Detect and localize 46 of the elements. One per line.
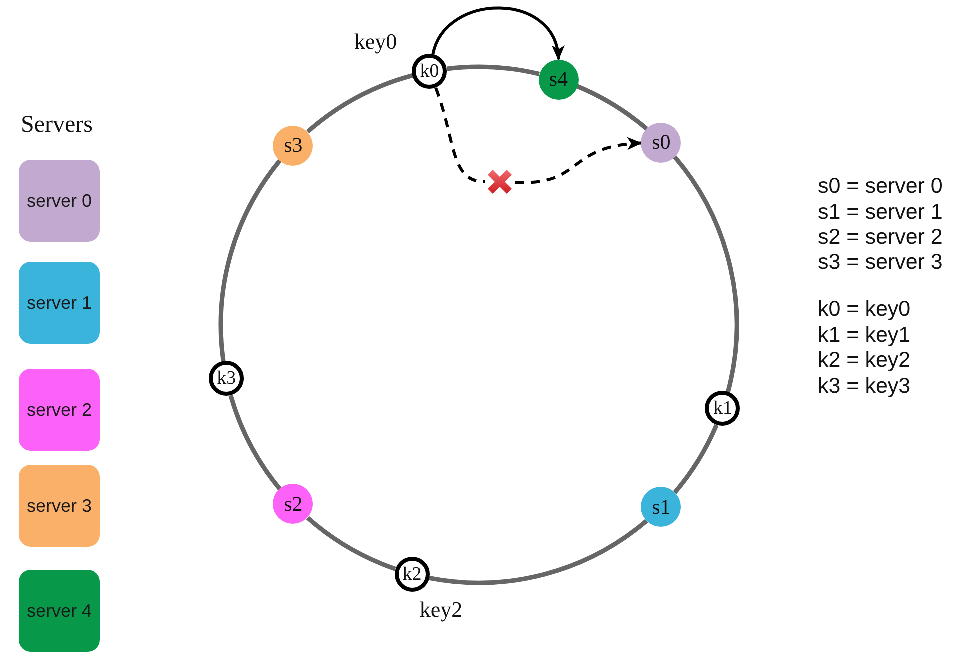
key-caption: key2 xyxy=(420,598,463,622)
dashed-arrow xyxy=(515,138,642,184)
definition-text: s1 = server 1 xyxy=(818,200,943,226)
key-circle xyxy=(705,391,740,426)
definition-text: s0 = server 0 xyxy=(818,174,943,200)
server-circle xyxy=(641,487,682,528)
legend-heading: Servers xyxy=(21,111,93,140)
server-circle xyxy=(538,60,579,100)
dashed-line xyxy=(434,88,486,184)
node-label: k0 xyxy=(420,62,440,82)
server-circle xyxy=(273,126,314,166)
node-label: s2 xyxy=(284,494,303,515)
server-circle xyxy=(273,484,314,524)
legend-label: server 2 xyxy=(26,400,92,420)
legend-label: server 0 xyxy=(26,190,92,212)
legend-label: server 1 xyxy=(26,292,92,314)
definition-text: s3 = server 3 xyxy=(818,250,943,276)
node-label: s0 xyxy=(652,132,671,154)
node-label: k1 xyxy=(713,399,732,418)
key-circle xyxy=(412,54,448,90)
key-caption: key0 xyxy=(354,30,398,54)
node-label: s3 xyxy=(284,135,303,156)
ring-arc xyxy=(673,424,719,494)
ring-arc xyxy=(576,84,648,131)
ring-arc xyxy=(218,159,282,362)
key-circle xyxy=(394,556,430,592)
node-label: s4 xyxy=(549,69,568,90)
legend-label: server 3 xyxy=(26,496,92,516)
node-label: k2 xyxy=(402,564,422,584)
key-circle xyxy=(209,361,244,396)
definition-text: k2 = key2 xyxy=(818,348,911,374)
ring-arc xyxy=(429,519,648,585)
ring-arc xyxy=(306,516,396,572)
curved-arrow xyxy=(432,6,563,61)
server-circle xyxy=(641,122,682,163)
definition-text: s2 = server 2 xyxy=(818,225,943,251)
definition-text: k1 = key1 xyxy=(818,323,911,349)
ring-arc xyxy=(306,74,414,134)
node-label: s1 xyxy=(652,496,671,518)
ring-arc xyxy=(673,156,740,393)
legend-label: server 4 xyxy=(26,600,92,622)
definition-text: k0 = key0 xyxy=(818,297,911,323)
ring-arc xyxy=(446,64,540,76)
node-label: k3 xyxy=(217,369,236,388)
definition-text: k3 = key3 xyxy=(818,374,911,400)
ring-arc xyxy=(228,394,282,491)
